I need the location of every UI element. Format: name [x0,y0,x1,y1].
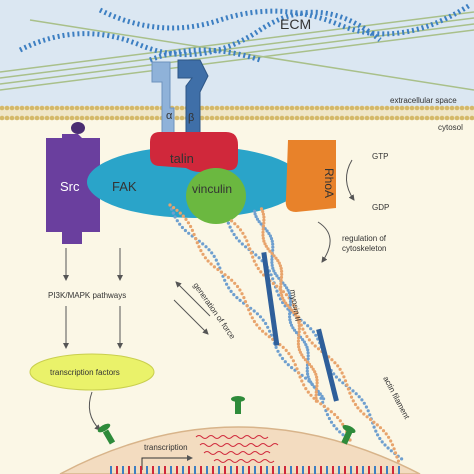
rhoa-label: RhoA [322,168,336,198]
transcription-label: transcription [144,443,188,452]
gdp-label: GDP [372,203,389,212]
transcription-factors [29,353,155,391]
talin-label: talin [170,151,194,166]
tf-to-nucleus-arrow [88,391,101,431]
integrin-beta-label: β [188,112,194,124]
vinculin-label: vinculin [192,182,232,196]
pathways-label: PI3K/MAPK pathways [48,291,126,300]
pathway-arrows [63,248,123,349]
ecm-background [0,0,474,112]
force-arrows [173,281,211,335]
rhoa-protein [285,140,336,212]
ecm-fibers [0,11,474,91]
talin-protein [150,132,238,172]
gtp-label: GTP [372,152,388,161]
fak-label: FAK [112,179,137,194]
mrna-strands [195,435,279,463]
src-protein [46,122,100,244]
actin-filaments [168,203,404,463]
myosin-bundles [261,252,339,402]
regulation-arrow [317,221,331,263]
ecm-label: ECM [280,16,311,32]
nuclear-receptors [97,396,356,445]
nucleus [59,426,421,474]
transcription-factors-label: transcription factors [50,368,120,377]
integrin-alpha-label: α [166,110,173,122]
gtp-gdp-arrow [346,159,355,201]
extracellular-space-label: extracellular space [390,96,457,105]
regulation-label-1: regulation of [342,234,387,243]
vinculin-protein [186,168,246,224]
plasma-membrane [0,105,474,121]
dna-strand [110,466,400,474]
src-label: Src [60,179,80,194]
regulation-label-2: cytoskeleton [342,244,386,253]
cytosol-label: cytosol [438,123,463,132]
ecm-bead-chains [18,2,472,63]
